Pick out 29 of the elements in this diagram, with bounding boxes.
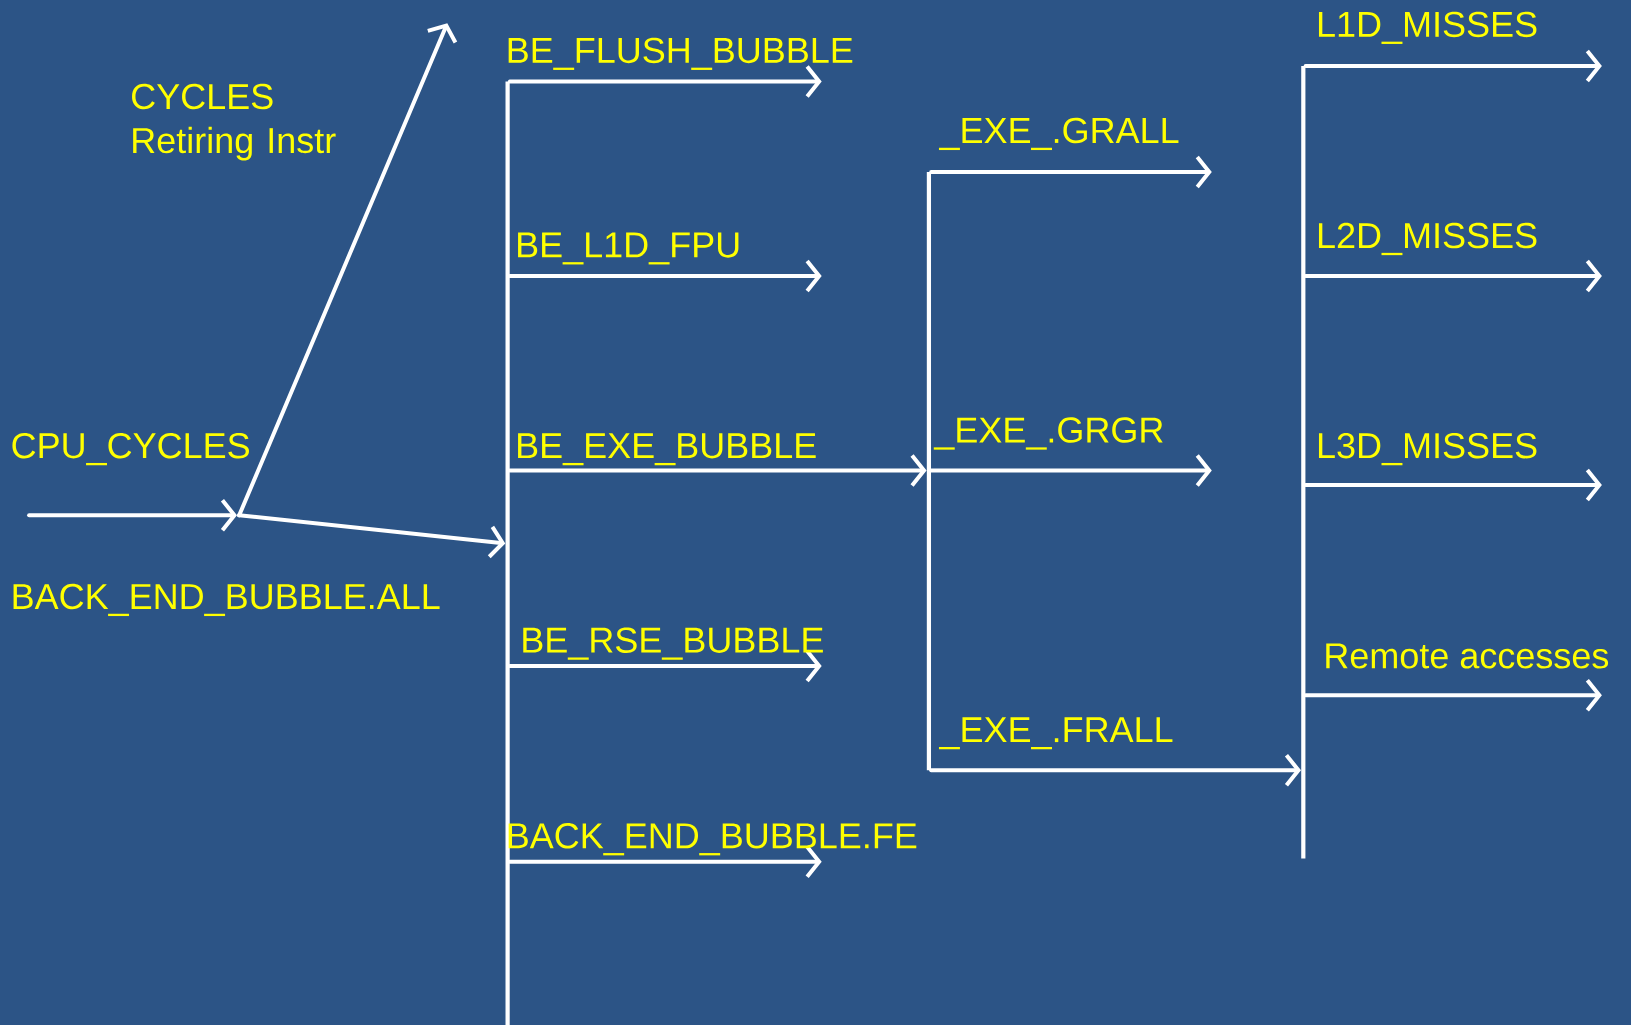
arrow — [929, 753, 1302, 787]
vertical-bar — [505, 81, 510, 1025]
vertical-bar — [926, 172, 931, 771]
arrow — [27, 499, 237, 532]
edge-label: CPU_CYCLES — [12, 432, 249, 466]
vertical-bar — [1301, 66, 1306, 859]
edge-label: BE_EXE_BUBBLE — [518, 433, 816, 466]
edge-label: L1D_MISSES — [1318, 11, 1537, 44]
edge-label: BACK_END_BUBBLE.ALL — [13, 583, 440, 617]
arrow — [929, 454, 1212, 487]
arrow — [237, 513, 506, 559]
arrow — [929, 155, 1212, 189]
arrow — [1303, 259, 1602, 293]
arrow — [1303, 679, 1602, 712]
arrow — [507, 454, 927, 487]
arrow — [507, 259, 822, 293]
edge-label: BE_FLUSH_BUBBLE — [508, 37, 853, 70]
edge-label: _EXE_.GRALL — [938, 117, 1179, 151]
edge-label: _EXE_.FRALL — [938, 717, 1173, 750]
arrow — [507, 65, 822, 98]
arrow — [1303, 468, 1602, 502]
edge-label: _EXE_.GRGR — [933, 417, 1163, 450]
edge-label: BE_RSE_BUBBLE — [523, 627, 823, 660]
arrow — [1303, 49, 1602, 83]
edge-label: Remote accesses — [1326, 643, 1609, 669]
edge-label: CYCLES Retiring Instr — [132, 83, 336, 161]
edge-label: L2D_MISSES — [1318, 222, 1537, 256]
edge-label: L3D_MISSES — [1318, 432, 1537, 466]
edge-label: BE_L1D_FPU — [518, 232, 739, 265]
